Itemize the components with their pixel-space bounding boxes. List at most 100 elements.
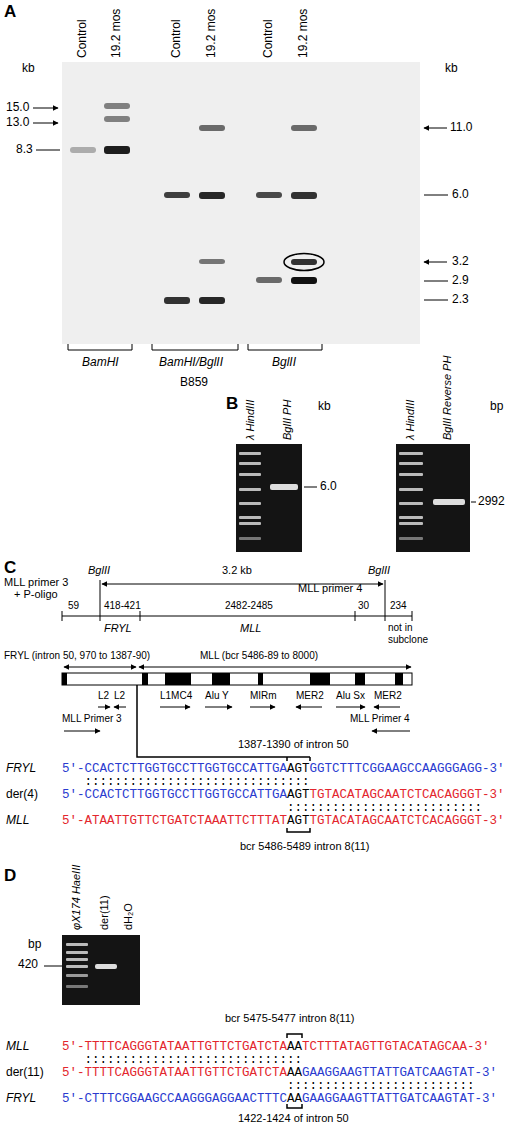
lane-label: 19.2 mos	[110, 9, 124, 58]
annotation-label: MIRm	[250, 690, 277, 702]
annotation-label: 6.0	[452, 188, 469, 202]
annotation-label: 30	[358, 600, 369, 612]
annotation-label: Alu Y	[205, 690, 229, 702]
annotation-label: 15.0	[6, 101, 29, 115]
sequence-segment: 5'-CCACTCTTGGTGCCTTGGTGCCATTGA	[62, 788, 287, 802]
annotation-label: 59	[68, 600, 79, 612]
annotation-label: MLL	[6, 1040, 29, 1054]
annotation-label: 1387-1390 of intron 50	[238, 738, 349, 751]
sequence-segment: 5'-TTTTCAGGGTATAATTGTTCTGATCTA	[62, 1066, 287, 1080]
lane-label: 19.2 mos	[297, 9, 311, 58]
annotation-label: 8.3	[16, 143, 33, 157]
annotation-label: B859	[180, 376, 208, 390]
annotation-label: FRYL	[6, 762, 36, 776]
annotation-label: Alu Sx	[336, 690, 365, 702]
annotation-label: 1422-1424 of intron 50	[238, 1112, 349, 1125]
annotation-label: L2	[114, 690, 125, 702]
sequence-segment: TGTACATAGCAATCTCACAGGGT-3'	[310, 814, 505, 828]
annotation-label: bcr 5486-5489 intron 8(11)	[240, 840, 369, 853]
sequence-segment: 5'-CCACTCTTGGTGCCTTGGTGCCATTGA	[62, 762, 287, 776]
sequence-segment: 5'-CTTTCGGAAGCCAAGGGAGGAACTTTC	[62, 1092, 287, 1106]
sequence-segment: AA	[287, 1040, 302, 1054]
annotation-label: 3.2 kb	[222, 564, 252, 577]
annotation-label: not in subclone	[388, 622, 434, 645]
sequence-segment: AA	[287, 1092, 302, 1106]
annotation-label: + P-oligo	[14, 588, 58, 601]
annotation-label: BamHI/BglII	[159, 356, 223, 370]
annotation-label: MER2	[296, 690, 324, 702]
annotation-label: 2.9	[452, 274, 469, 288]
sequence-segment: ::::::::::::::::::::::::::	[287, 801, 482, 815]
annotation-label: 6.0	[320, 480, 337, 494]
panel-letter: D	[4, 866, 16, 886]
sequence-segment: GAAGGAAGTTATTGATCAAGTAT-3'	[302, 1092, 497, 1106]
sequence-segment: AA	[287, 1066, 302, 1080]
lane-label: λ HindIII	[404, 400, 417, 440]
annotation-label: 234	[390, 600, 407, 612]
annotation-label: kb	[318, 400, 331, 414]
annotation-label: MLL (bcr 5486-89 to 8000)	[200, 650, 318, 662]
annotation-label: MER2	[374, 690, 402, 702]
annotation-label: MLL Primer 3	[62, 713, 122, 725]
annotation-label: 420	[18, 958, 38, 972]
sequence-segment: AGT	[287, 788, 310, 802]
restriction-map	[62, 580, 412, 685]
annotation-label: bcr 5475-5477 intron 8(11)	[225, 1012, 354, 1025]
annotation-label: FRYL	[104, 622, 132, 635]
lane-label: Control	[262, 19, 276, 58]
annotation-label: MLL	[240, 622, 261, 635]
sequence-segment: ::::::::::::::::::::::::::::::	[85, 775, 310, 789]
annotation-label: MLL primer 4	[298, 582, 362, 595]
annotation-label: L2	[98, 690, 109, 702]
sequence-segment: AGT	[287, 814, 310, 828]
lane-label: Control	[76, 19, 90, 58]
panel-letter: C	[4, 558, 16, 578]
annotation-label: FRYL	[6, 1092, 36, 1106]
annotation-label: BglII	[272, 356, 296, 370]
annotation-label: der(4)	[6, 788, 38, 802]
pcr-gel	[62, 935, 140, 1005]
annotation-label: MLL	[6, 814, 29, 828]
sequence-segment: GAAGGAAGTTATTGATCAAGTAT-3'	[302, 1066, 497, 1080]
annotation-label: BglII	[88, 564, 110, 577]
annotation-label: BglII	[368, 564, 390, 577]
annotation-label: der(11)	[6, 1066, 44, 1080]
lane-label: der(11)	[98, 895, 111, 930]
annotation-label: FRYL (intron 50, 970 to 1387-90)	[4, 650, 150, 662]
lane-label: Control	[170, 19, 184, 58]
panel-letter: A	[4, 2, 16, 22]
sequence-segment: :::::::::::::::::::::::::	[287, 1079, 475, 1093]
annotation-label: 2992	[478, 495, 505, 509]
annotation-label: 11.0	[450, 121, 472, 135]
lane-label: BglII PH	[281, 400, 294, 440]
lane-label: φX174 HaeIII	[70, 865, 83, 930]
annotation-label: 2482-2485	[225, 600, 273, 612]
sequence-segment: AGT	[287, 762, 310, 776]
sequence-segment: 5'-ATAATTGTTCTGATCTAAATTCTTTAT	[62, 814, 287, 828]
panel-letter: B	[226, 394, 238, 414]
lane-label: λ HindIII	[244, 400, 257, 440]
annotation-label: 13.0	[6, 116, 29, 130]
lane-label: 19.2 mos	[205, 9, 219, 58]
lane-label: BglII Reverse PH	[441, 356, 454, 440]
annotation-label: kb	[22, 62, 35, 76]
annotation-label: MLL primer 3	[4, 576, 68, 589]
sequence-segment: TCTTTATAGTTGTACATAGCAA-3'	[302, 1040, 490, 1054]
annotation-label: BamHI	[82, 356, 119, 370]
annotation-label: L1MC4	[160, 690, 192, 702]
sequence-segment: 5'-TTTTCAGGGTATAATTGTTCTGATCTA	[62, 1040, 287, 1054]
pcr-gel	[236, 444, 470, 552]
southern-blot	[62, 62, 420, 344]
annotation-label: 3.2	[452, 255, 469, 269]
sequence-segment: GGTCTTTCGGAAGCCAAGGGAGG-3'	[310, 762, 505, 776]
lane-label: dH₂O	[122, 903, 135, 930]
annotation-label: MLL Primer 4	[350, 713, 410, 725]
annotation-label: 418-421	[104, 600, 141, 612]
annotation-label: bp	[28, 938, 41, 952]
annotation-label: bp	[490, 400, 503, 414]
annotation-label: 2.3	[452, 293, 469, 307]
annotation-label: kb	[445, 62, 458, 76]
sequence-segment: :::::::::::::::::::::::::::::	[85, 1053, 303, 1067]
